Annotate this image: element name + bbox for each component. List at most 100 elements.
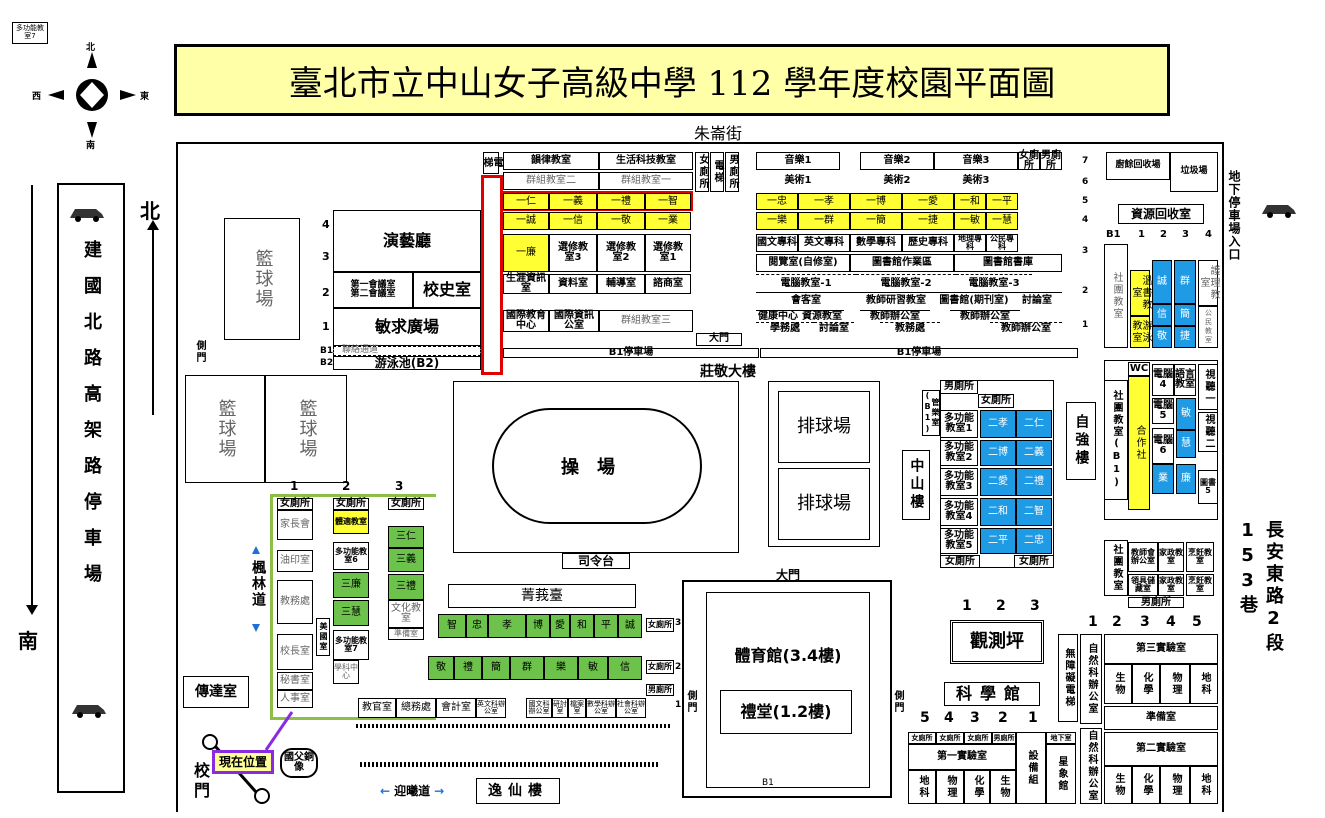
sci-bio-3: 生物	[1104, 664, 1132, 704]
class-3-he[interactable]: 和	[570, 614, 594, 638]
library-work: 圖書館作業區	[850, 254, 954, 272]
class-2-ping[interactable]: 二平	[980, 528, 1016, 554]
class-3-xiao[interactable]: 孝	[488, 614, 526, 638]
art-3: 美術3	[962, 174, 990, 186]
maple-frame	[270, 494, 436, 720]
street-left	[57, 183, 125, 793]
home-ec-1: 家政教室	[1158, 542, 1184, 572]
basketball-court-2: 籃球場	[185, 375, 265, 483]
class-2-zhong[interactable]: 二忠	[1016, 528, 1052, 554]
class-3-ping[interactable]: 平	[594, 614, 618, 638]
class-3-li[interactable]: 三禮	[388, 574, 424, 600]
class-1-ai[interactable]: 一愛	[902, 193, 954, 210]
class-1-xin[interactable]: 一信	[549, 212, 597, 230]
class-3-xin[interactable]: 信	[608, 656, 642, 680]
east-jie[interactable]: 捷	[1174, 326, 1196, 348]
class-2-li[interactable]: 二禮	[1016, 468, 1052, 496]
track-field: 操場	[453, 381, 739, 553]
class-3-bo[interactable]: 博	[526, 614, 550, 638]
sci-earth-3: 地科	[1190, 664, 1218, 704]
east-min[interactable]: 敏	[1176, 398, 1196, 430]
class-1-min[interactable]: 一敏	[954, 212, 986, 230]
class-2-ren[interactable]: 二仁	[1016, 410, 1052, 438]
class-1-hui[interactable]: 一慧	[986, 212, 1018, 230]
class-1-xiao[interactable]: 一孝	[798, 193, 850, 210]
sci-b-num-5: 5	[920, 710, 930, 726]
music-2: 音樂2	[860, 152, 934, 170]
zhongshan-building: 中山樓	[902, 450, 930, 520]
class-3-cheng[interactable]: 誠	[618, 614, 642, 638]
class-1-cheng[interactable]: 一誠	[503, 212, 549, 230]
class-3-qun[interactable]: 群	[510, 656, 544, 680]
av-room-2: 視聽二	[1198, 412, 1218, 452]
class-1-li[interactable]: 一禮	[597, 193, 645, 210]
class-1-le[interactable]: 一樂	[756, 212, 798, 230]
class-2-he[interactable]: 二和	[980, 498, 1016, 526]
gym-gate[interactable]: 大門	[776, 568, 801, 582]
class-2-zhi[interactable]: 二智	[1016, 498, 1052, 526]
room-group3: 群組教室三	[599, 310, 693, 332]
class-3-ai[interactable]: 愛	[550, 614, 570, 638]
main-gate[interactable]: 大門	[696, 333, 742, 346]
car-icon	[70, 209, 104, 222]
class-1-jian[interactable]: 一簡	[850, 212, 902, 230]
sci-bio-1: 生物	[990, 770, 1016, 804]
class-3-le[interactable]: 樂	[544, 656, 578, 680]
command-stage: 司令台	[562, 553, 630, 569]
sci-r-num-5: 5	[1192, 614, 1202, 630]
floor-r2: 2	[1082, 286, 1089, 296]
performance-hall: 演藝廳	[333, 210, 481, 272]
music-3: 音樂3	[934, 152, 1018, 170]
floor-r5: 5	[1082, 196, 1089, 206]
class-1-ren[interactable]: 一仁	[503, 193, 549, 210]
east-qun[interactable]: 群	[1174, 260, 1196, 304]
class-2-ai[interactable]: 二愛	[980, 468, 1016, 496]
class-3-jian[interactable]: 簡	[482, 656, 510, 680]
class-3-zhi[interactable]: 智	[438, 614, 466, 638]
class-3-li-2[interactable]: 禮	[454, 656, 482, 680]
class-1-ping[interactable]: 一平	[986, 193, 1018, 210]
class-1-zhi[interactable]: 一智	[645, 193, 691, 210]
swim-room: 游泳教室	[1130, 316, 1151, 348]
east-cheng[interactable]: 誠	[1152, 260, 1172, 304]
class-3-jing[interactable]: 敬	[428, 656, 454, 680]
east-xin[interactable]: 信	[1152, 304, 1172, 326]
class-1-jing[interactable]: 一敬	[597, 212, 645, 230]
accounting-office: 會計室	[436, 698, 476, 718]
car-icon	[1262, 205, 1296, 218]
street-right-label: 長安東路2段153巷	[1237, 520, 1284, 655]
usa-room: 美國室	[316, 618, 330, 656]
east-jing[interactable]: 敬	[1152, 326, 1172, 348]
railing	[360, 762, 660, 767]
class-3-lian[interactable]: 三廉	[333, 572, 369, 598]
class-3-hui[interactable]: 三慧	[333, 600, 369, 626]
east-ye[interactable]: 業	[1152, 464, 1174, 494]
guard-room: 傳達室	[183, 676, 249, 708]
class-3-ren[interactable]: 三仁	[388, 526, 424, 548]
current-position[interactable]: 現在位置	[212, 750, 274, 774]
east-lian[interactable]: 廉	[1176, 464, 1196, 494]
class-1-qun[interactable]: 一群	[798, 212, 850, 230]
class-3-min[interactable]: 敏	[578, 656, 608, 680]
class-1-zhong[interactable]: 一忠	[756, 193, 798, 210]
class-1-bo[interactable]: 一博	[850, 193, 902, 210]
class-2-xiao[interactable]: 二孝	[980, 410, 1016, 438]
class-1-ye[interactable]: 一業	[645, 212, 691, 230]
class-3-zhong[interactable]: 忠	[466, 614, 488, 638]
railing	[356, 724, 672, 728]
class-2-yi[interactable]: 二義	[1016, 440, 1052, 466]
class-2-bo[interactable]: 二博	[980, 440, 1016, 466]
class-1-lian[interactable]: 一廉	[503, 234, 549, 272]
art-1: 美術1	[784, 174, 812, 186]
track-label: 操場	[561, 457, 633, 478]
school-gate[interactable]: 校門	[191, 762, 210, 802]
class-1-he[interactable]: 一和	[954, 193, 986, 210]
gym-side-gate-right: 側門	[892, 690, 903, 714]
class-1-jie[interactable]: 一捷	[902, 212, 954, 230]
class-3-yi[interactable]: 三義	[388, 548, 424, 572]
class-1-yi[interactable]: 一義	[549, 193, 597, 210]
cooking-1: 烹飪教室	[1186, 542, 1214, 572]
east-hui[interactable]: 慧	[1176, 430, 1196, 458]
math-office: 數學科辦公室	[586, 698, 616, 718]
east-jian[interactable]: 簡	[1174, 304, 1196, 326]
